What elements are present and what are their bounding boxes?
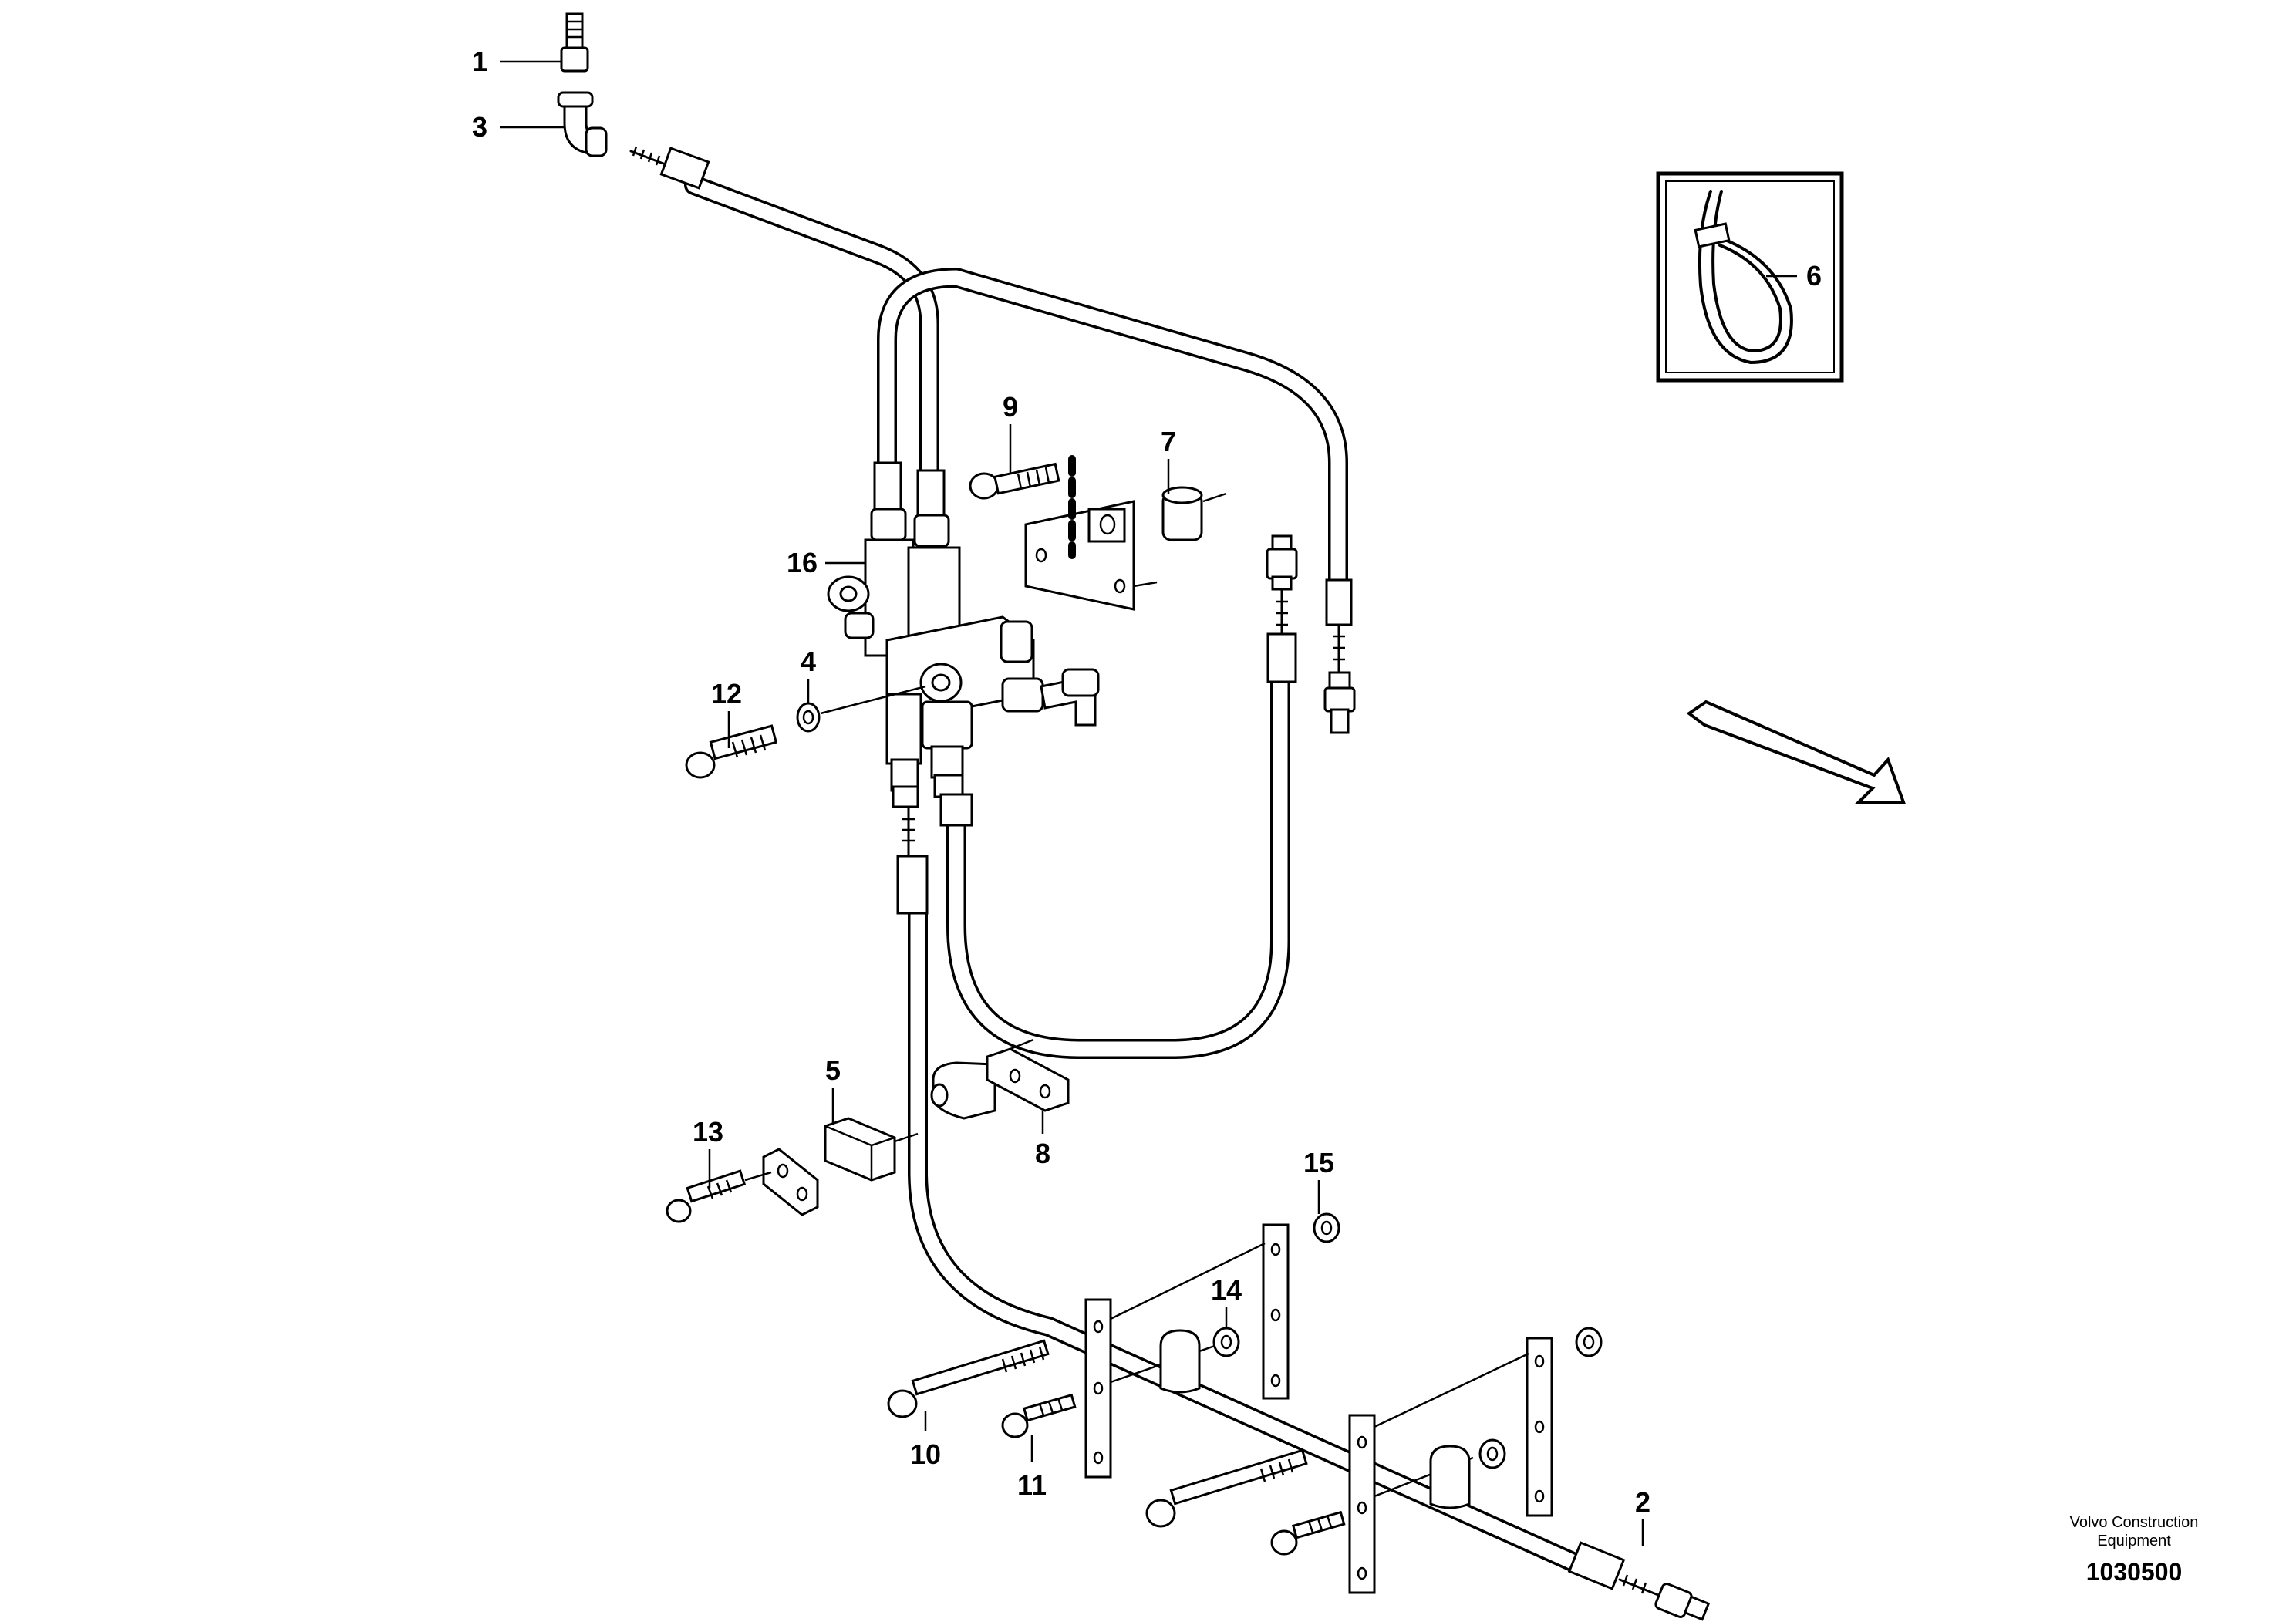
part-3-elbow-fitting [557, 91, 608, 157]
callout-6: 6 [1806, 260, 1822, 292]
part-14-washer [1212, 1327, 1506, 1469]
lower-bracket-left [1084, 1223, 1290, 1479]
part-13-bolt [666, 1169, 772, 1223]
callout-15: 15 [1303, 1147, 1334, 1179]
part-5-clamp [824, 1117, 919, 1182]
callout-labels: 1 2 3 4 5 6 7 8 9 10 11 12 13 14 15 16 [472, 46, 1822, 1518]
part-8-clamp [930, 1038, 1070, 1120]
callout-13: 13 [693, 1116, 723, 1148]
part-7-spacer [1161, 486, 1227, 541]
callout-3: 3 [472, 111, 487, 143]
brand-line-2: Equipment [2097, 1533, 2171, 1549]
part-6-cable-tie [1694, 190, 1793, 364]
brand-line-1: Volvo Construction [2069, 1514, 2199, 1531]
leader-lines [500, 60, 1797, 1546]
hose-middle-u [946, 669, 1290, 1059]
lower-clamp-right [1429, 1445, 1471, 1509]
callout-4: 4 [801, 646, 816, 677]
part-9-bolt [969, 462, 1060, 500]
middle-hose-end-fittings [1266, 534, 1298, 683]
callout-12: 12 [711, 678, 742, 710]
callout-8: 8 [1035, 1138, 1050, 1169]
callout-7: 7 [1161, 426, 1176, 457]
callout-1: 1 [472, 46, 487, 77]
callout-2: 2 [1635, 1486, 1650, 1518]
lower-clamp-left [1159, 1329, 1201, 1394]
callout-16: 16 [787, 547, 818, 578]
part-16-valve [827, 461, 1100, 915]
hose-top-end [629, 146, 710, 190]
loop-hose-end-fittings [1323, 578, 1356, 734]
publisher-credit: Volvo Construction Equipment 1030500 [2018, 1513, 2250, 1587]
direction-arrow [1686, 700, 1906, 804]
part-4-washer [796, 685, 926, 733]
part-11-bolt [1001, 1393, 1346, 1556]
clamp-plate-5 [762, 1148, 819, 1216]
callout-5: 5 [825, 1054, 841, 1086]
mounting-plate-upper [1024, 455, 1158, 611]
callout-11: 11 [1017, 1469, 1047, 1501]
callout-10: 10 [910, 1438, 941, 1470]
part-1-fitting [560, 12, 589, 73]
callout-14: 14 [1211, 1274, 1242, 1306]
part-2-fitting [1567, 1541, 1711, 1621]
part-10-bolt [887, 1339, 1308, 1528]
callout-9: 9 [1003, 391, 1018, 423]
hoses [684, 175, 1591, 1576]
part-12-bolt [685, 724, 778, 779]
part-15-washer [1313, 1212, 1603, 1357]
part-6-inset-box [1656, 171, 1844, 383]
illustration-number: 1030500 [2085, 1558, 2183, 1586]
